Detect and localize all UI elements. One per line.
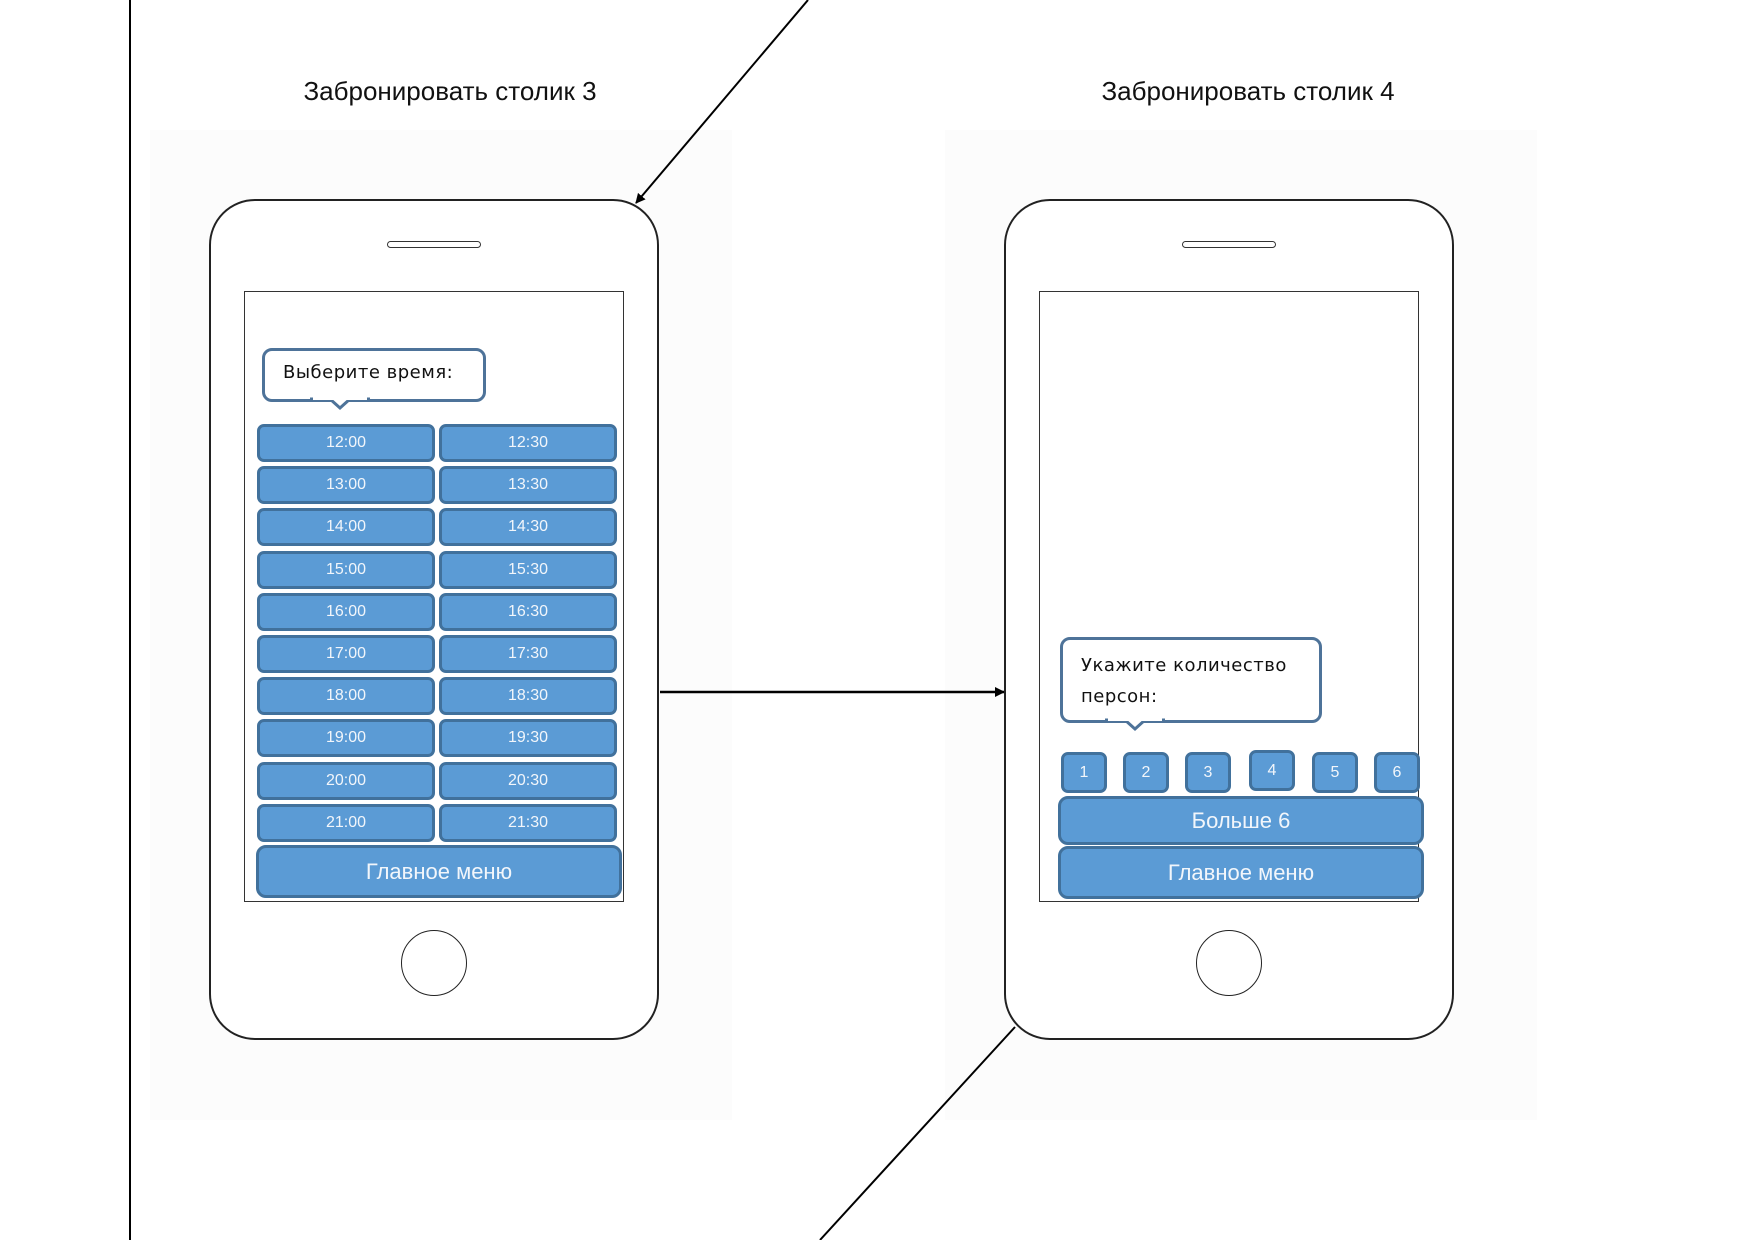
time-slot-label: 20:30 <box>507 771 549 789</box>
person-count-label: 5 <box>1330 763 1340 781</box>
speaker-icon <box>1182 241 1276 248</box>
more-than-six-label: Больше 6 <box>1191 807 1291 833</box>
time-slot-label: 12:30 <box>507 434 549 451</box>
time-slot-button[interactable]: 12:00 <box>257 424 435 462</box>
person-count-label: 1 <box>1079 763 1089 781</box>
person-count-button[interactable]: 6 <box>1374 752 1420 793</box>
main-menu-label: Главное меню <box>1167 859 1315 885</box>
time-slot-label: 19:00 <box>325 729 367 747</box>
person-count-button[interactable]: 5 <box>1312 752 1358 793</box>
time-slot-button[interactable]: 16:30 <box>439 592 617 631</box>
more-than-six-button[interactable]: Больше 6 <box>1058 796 1424 845</box>
time-slot-label: 16:00 <box>325 602 367 620</box>
time-slot-label: 15:00 <box>325 560 367 578</box>
time-slot-button[interactable]: 12:30 <box>439 424 617 462</box>
time-slot-button[interactable]: 21:30 <box>439 803 617 842</box>
home-button-icon[interactable] <box>401 930 467 996</box>
time-slot-button[interactable]: 15:00 <box>257 550 435 589</box>
time-slot-label: 21:30 <box>507 813 549 831</box>
time-slot-label: 17:30 <box>507 645 549 662</box>
time-slot-label: 21:00 <box>325 813 367 831</box>
main-menu-button[interactable]: Главное меню <box>256 845 622 898</box>
person-count-label: 3 <box>1203 763 1213 781</box>
time-slot-button[interactable]: 15:30 <box>439 550 617 589</box>
outgoing-arrow <box>819 1026 1016 1240</box>
time-slot-label: 15:30 <box>507 560 549 578</box>
time-slot-label: 20:00 <box>325 771 367 789</box>
time-slot-button[interactable]: 17:00 <box>257 635 435 673</box>
time-slot-label: 14:30 <box>507 518 549 536</box>
main-menu-button[interactable]: Главное меню <box>1058 846 1424 899</box>
person-count-prompt: Укажите количество персон: <box>1060 637 1322 723</box>
main-menu-label: Главное меню <box>365 858 513 884</box>
time-slot-button[interactable]: 14:00 <box>257 508 435 547</box>
person-count-button[interactable]: 3 <box>1185 752 1231 793</box>
time-slot-label: 17:00 <box>325 645 367 662</box>
speaker-icon <box>387 241 481 248</box>
time-slot-button[interactable]: 20:00 <box>257 761 435 800</box>
time-slot-button[interactable]: 21:00 <box>257 803 435 842</box>
choose-time-prompt: Выберите время: <box>262 348 486 402</box>
time-slot-button[interactable]: 16:00 <box>257 592 435 631</box>
person-count-label: 2 <box>1141 763 1151 781</box>
screen-3-title: Забронировать столик 3 <box>303 76 597 106</box>
time-slot-label: 12:00 <box>325 434 367 451</box>
time-slot-button[interactable]: 13:30 <box>439 466 617 505</box>
prompt-text: Выберите время: <box>283 362 454 383</box>
screen-4-title: Забронировать столик 4 <box>1101 76 1395 106</box>
time-slot-button[interactable]: 14:30 <box>439 508 617 547</box>
time-slot-button[interactable]: 18:30 <box>439 677 617 716</box>
time-slot-button[interactable]: 20:30 <box>439 761 617 800</box>
prompt-line-1: Укажите количество <box>1081 655 1287 676</box>
person-count-button[interactable]: 2 <box>1123 752 1169 793</box>
time-slot-label: 13:00 <box>325 476 367 494</box>
time-slot-button[interactable]: 19:30 <box>439 719 617 758</box>
time-slot-button[interactable]: 17:30 <box>439 635 617 673</box>
time-slot-button[interactable]: 13:00 <box>257 466 435 505</box>
prompt-line-2: персон: <box>1081 686 1158 707</box>
time-slot-button[interactable]: 19:00 <box>257 719 435 758</box>
time-slot-label: 14:00 <box>325 518 367 536</box>
time-slot-label: 13:30 <box>507 476 549 494</box>
time-slot-label: 19:30 <box>507 729 549 747</box>
incoming-arrow <box>635 0 809 204</box>
bubble-tail-icon <box>310 397 370 411</box>
person-count-label: 6 <box>1392 763 1402 781</box>
person-count-label: 4 <box>1267 761 1277 779</box>
person-count-button[interactable]: 4 <box>1249 750 1295 791</box>
time-slot-label: 16:30 <box>507 602 549 620</box>
home-button-icon[interactable] <box>1196 930 1262 996</box>
time-slot-label: 18:00 <box>325 687 367 705</box>
bubble-tail-icon <box>1105 718 1165 732</box>
person-count-button[interactable]: 1 <box>1061 752 1107 793</box>
time-slot-button[interactable]: 18:00 <box>257 677 435 716</box>
time-slot-label: 18:30 <box>507 687 549 705</box>
